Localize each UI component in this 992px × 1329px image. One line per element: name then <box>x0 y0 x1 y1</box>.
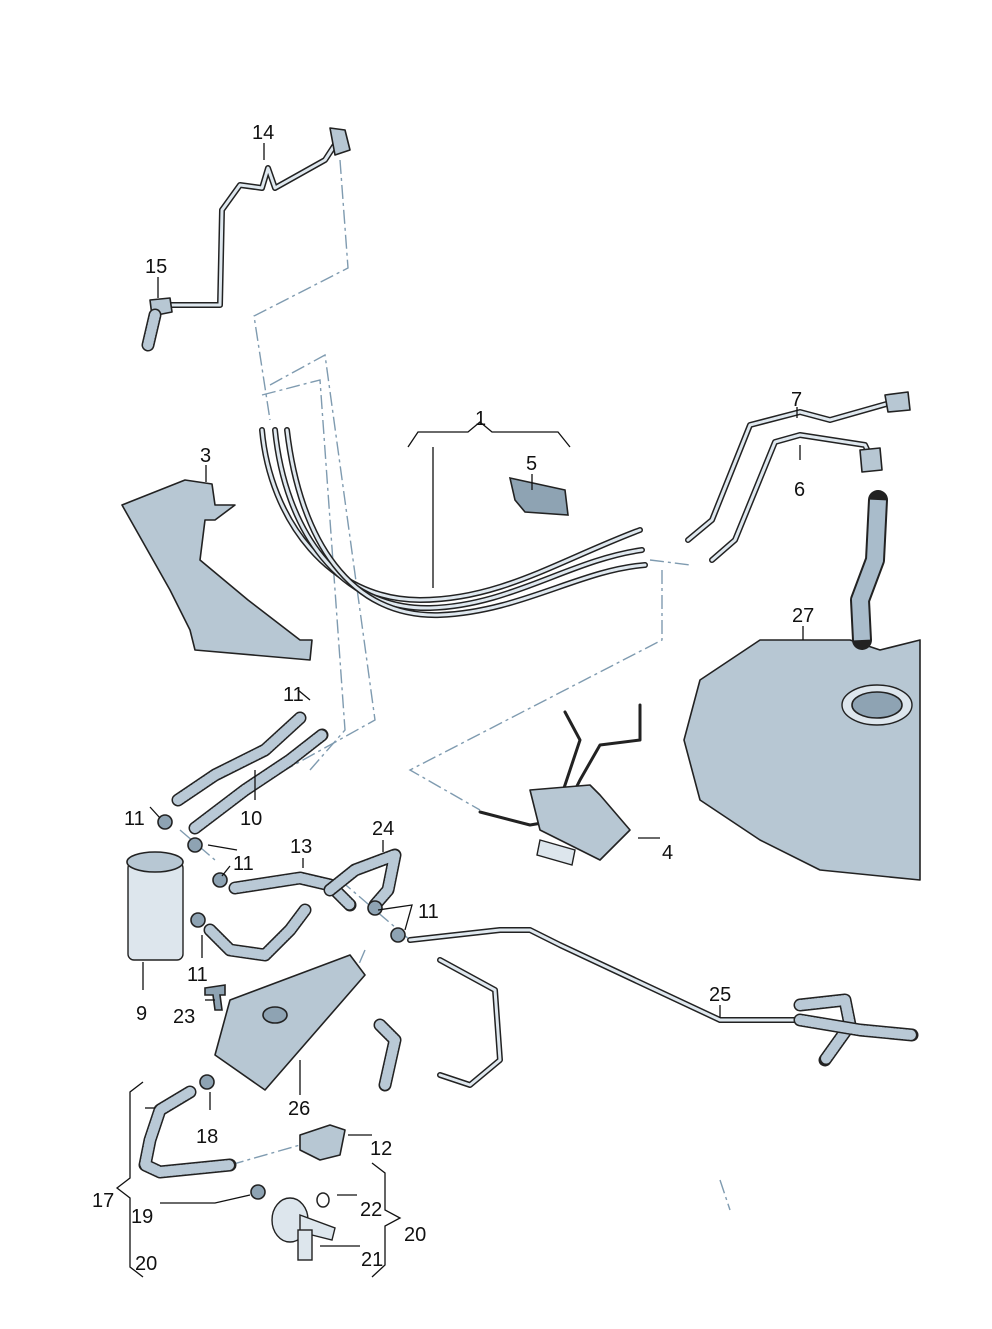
callout-11-e: 11 <box>187 964 208 986</box>
hose-17 <box>138 1085 237 1179</box>
callout-5: 5 <box>526 453 537 475</box>
callout-27: 27 <box>792 605 814 627</box>
callout-15: 15 <box>145 256 167 278</box>
callout-12: 12 <box>370 1138 392 1160</box>
fuel-tank-27 <box>683 490 921 881</box>
bracket-26 <box>214 954 366 1091</box>
callout-11-a: 11 <box>283 684 304 706</box>
clip-5 <box>508 476 569 516</box>
callout-6: 6 <box>794 479 805 501</box>
callout-17: 17 <box>92 1190 114 1212</box>
callout-10: 10 <box>240 808 262 830</box>
hose-clamps-11 <box>157 814 406 1200</box>
callout-14: 14 <box>252 122 274 144</box>
line-25 <box>373 927 919 1092</box>
fuel-line-14 <box>167 127 351 308</box>
callout-20-left: 20 <box>135 1253 157 1275</box>
callout-1: 1 <box>475 408 486 430</box>
callout-22: 22 <box>360 1199 382 1221</box>
clip-12 <box>299 1124 346 1161</box>
hoses-10 <box>171 711 329 835</box>
bolt-23 <box>204 984 226 1011</box>
bracket-3 <box>121 479 313 661</box>
fuel-lines-1 <box>259 427 648 619</box>
callout-21: 21 <box>361 1249 383 1271</box>
sensor-4 <box>478 703 642 866</box>
callout-20-right: 20 <box>404 1224 426 1246</box>
valve-20 <box>271 1192 336 1261</box>
callout-11-b: 11 <box>124 808 145 830</box>
callout-11-d: 11 <box>418 901 439 923</box>
callout-11-c: 11 <box>233 853 254 875</box>
callout-4: 4 <box>662 842 673 864</box>
callout-9: 9 <box>136 1003 147 1025</box>
callout-23: 23 <box>173 1006 195 1028</box>
callout-26: 26 <box>288 1098 310 1120</box>
fuel-filter-9 <box>126 851 184 961</box>
leader-lines <box>115 143 804 1278</box>
fuel-lines-6-7 <box>685 391 911 563</box>
callout-labels: 14 15 1 3 5 7 6 27 11 10 11 11 13 24 11 … <box>92 122 814 1275</box>
callout-19: 19 <box>131 1206 153 1228</box>
callout-7: 7 <box>791 389 802 411</box>
callout-25: 25 <box>709 984 731 1006</box>
callout-24: 24 <box>372 818 394 840</box>
connector-15 <box>141 297 173 352</box>
callout-18: 18 <box>196 1126 218 1148</box>
hoses-13-24 <box>203 848 402 962</box>
callout-3: 3 <box>200 445 211 467</box>
callout-13: 13 <box>290 836 312 858</box>
